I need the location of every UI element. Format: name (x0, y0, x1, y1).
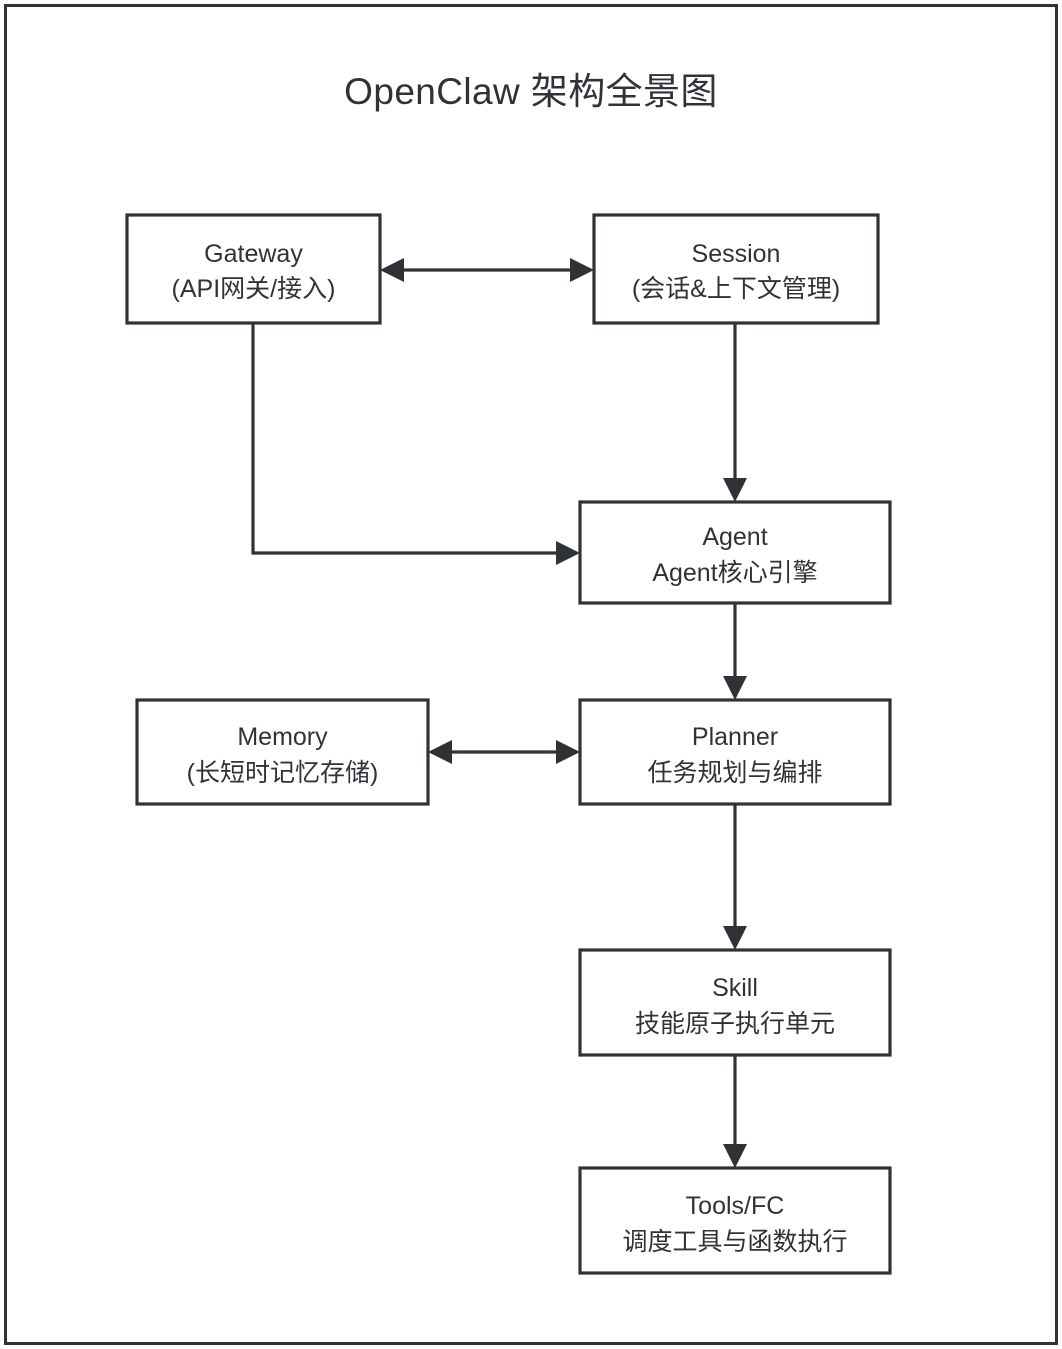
edge-gateway-agent-line (251, 323, 562, 555)
node-planner[interactable]: Planner 任务规划与编排 (578, 698, 892, 806)
node-tools-fc-box[interactable] (578, 1166, 892, 1275)
edge-agent-planner (723, 603, 747, 700)
edge-memory-planner (428, 740, 580, 764)
node-memory[interactable]: Memory (长短时记忆存储) (135, 698, 430, 806)
arrow-head-planner-skill (723, 926, 747, 950)
node-planner-subtitle: 任务规划与编排 (647, 759, 822, 787)
node-agent-title: Agent (702, 523, 767, 551)
node-memory-box[interactable] (135, 698, 430, 806)
node-memory-subtitle: (长短时记忆存储) (187, 759, 379, 787)
node-agent-subtitle: Agent核心引擎 (652, 559, 817, 587)
edge-gateway-agent (251, 323, 580, 565)
page-title: OpenClaw 架构全景图 (344, 71, 718, 112)
node-session-title: Session (692, 240, 781, 268)
node-session-box[interactable] (592, 213, 880, 325)
node-gateway-box[interactable] (125, 213, 382, 325)
arrow-head-to-memory (428, 740, 452, 764)
node-gateway-title: Gateway (204, 240, 303, 268)
edge-skill-tools (723, 1055, 747, 1168)
arrow-head-skill-tools (723, 1144, 747, 1168)
arrow-head-agent-planner (723, 676, 747, 700)
edge-planner-skill (723, 804, 747, 950)
arrow-head-session-agent (723, 478, 747, 502)
arrow-head-to-gateway (380, 258, 404, 282)
node-gateway[interactable]: Gateway (API网关/接入) (125, 213, 382, 325)
node-skill-box[interactable] (578, 948, 892, 1057)
edge-gateway-session (380, 258, 594, 282)
node-skill-title: Skill (712, 974, 758, 1002)
arrow-head-to-planner (556, 740, 580, 764)
node-tools-fc-subtitle: 调度工具与函数执行 (622, 1228, 847, 1256)
node-planner-box[interactable] (578, 698, 892, 806)
node-skill[interactable]: Skill 技能原子执行单元 (578, 948, 892, 1057)
arrow-head-to-session (570, 258, 594, 282)
node-session-subtitle: (会话&上下文管理) (632, 275, 840, 303)
node-agent-box[interactable] (578, 500, 892, 605)
node-agent[interactable]: Agent Agent核心引擎 (578, 500, 892, 605)
node-skill-subtitle: 技能原子执行单元 (635, 1010, 835, 1038)
node-gateway-subtitle: (API网关/接入) (172, 275, 336, 303)
node-planner-title: Planner (692, 723, 778, 751)
arrow-head-gateway-agent (556, 541, 580, 565)
node-tools-fc-title: Tools/FC (686, 1192, 785, 1220)
node-tools-fc[interactable]: Tools/FC 调度工具与函数执行 (578, 1166, 892, 1275)
edge-session-agent (723, 323, 747, 502)
node-memory-title: Memory (237, 723, 328, 751)
node-session[interactable]: Session (会话&上下文管理) (592, 213, 880, 325)
